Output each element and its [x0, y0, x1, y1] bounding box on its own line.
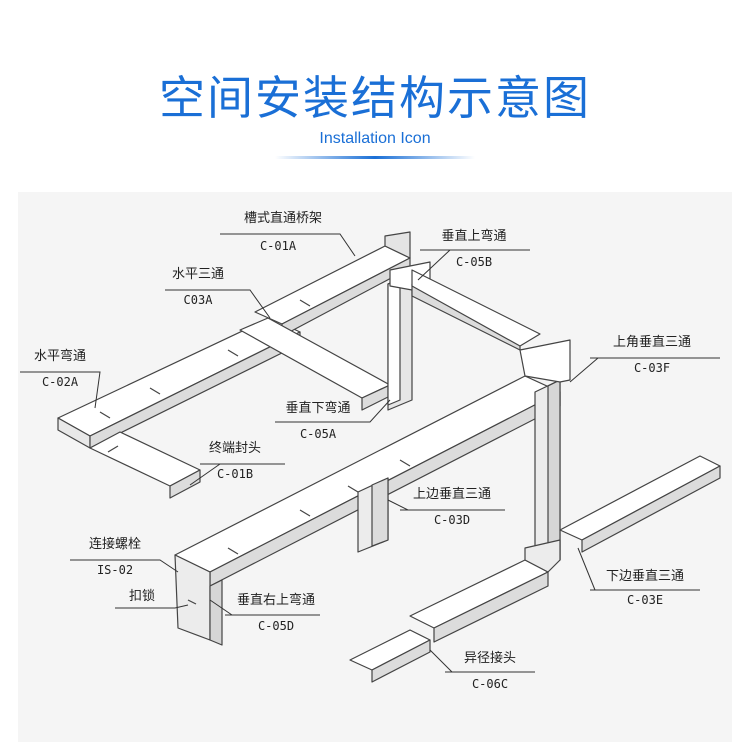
label-c03a-code: C03A — [184, 293, 214, 307]
leader-lines — [20, 233, 720, 673]
label-is02-name: 连接螺栓 — [89, 536, 141, 552]
label-is02-code: IS-02 — [97, 563, 133, 577]
label-c05d-name: 垂直右上弯通 — [237, 592, 315, 608]
tray-horizontal-left — [57, 231, 411, 449]
label-c05a-code: C-05A — [300, 427, 337, 441]
label-c05b-code: C-05B — [456, 255, 492, 269]
tray-vertical-c03d — [357, 477, 389, 553]
title-underline — [275, 156, 475, 159]
tray-lower-c06c — [349, 539, 561, 683]
label-c03f-code: C-03F — [634, 361, 670, 375]
part-labels: 槽式直通桥架 C-01A 垂直上弯通 C-05B 水平三通 C03A 上角垂直三… — [34, 211, 691, 691]
tray-to-terminal — [89, 431, 201, 499]
tray-vertical-c03f — [519, 339, 571, 571]
label-c05a-name: 垂直下弯通 — [285, 400, 350, 416]
label-c03a-name: 水平三通 — [172, 267, 224, 282]
label-c02a-code: C-02A — [42, 375, 79, 389]
label-c03d-code: C-03D — [434, 513, 470, 527]
label-lock-name: 扣锁 — [129, 588, 155, 604]
label-c03e-name: 下边垂直三通 — [606, 569, 684, 584]
label-c02a-name: 水平弯通 — [34, 348, 86, 364]
label-c05b-name: 垂直上弯通 — [441, 228, 506, 244]
label-c01b-name: 终端封头 — [209, 440, 261, 456]
label-c05d-code: C-05D — [258, 619, 294, 633]
label-c01b-code: C-01B — [217, 467, 253, 481]
page-title: 空间安装结构示意图 — [159, 71, 591, 125]
tray-drawing — [57, 231, 721, 683]
label-c01a-name: 槽式直通桥架 — [244, 211, 322, 226]
tray-vertical-c05d — [174, 554, 223, 646]
label-c03e-code: C-03E — [627, 593, 663, 607]
label-c03f-name: 上角垂直三通 — [613, 335, 691, 350]
label-c01a-code: C-01A — [260, 239, 297, 253]
tray-branch-c03a — [239, 317, 391, 411]
page-subtitle: Installation Icon — [319, 130, 431, 147]
label-c03d-name: 上边垂直三通 — [413, 487, 491, 502]
tray-right-c03e — [559, 455, 721, 553]
label-c06c-name: 异径接头 — [464, 650, 516, 666]
label-c06c-code: C-06C — [472, 677, 508, 691]
